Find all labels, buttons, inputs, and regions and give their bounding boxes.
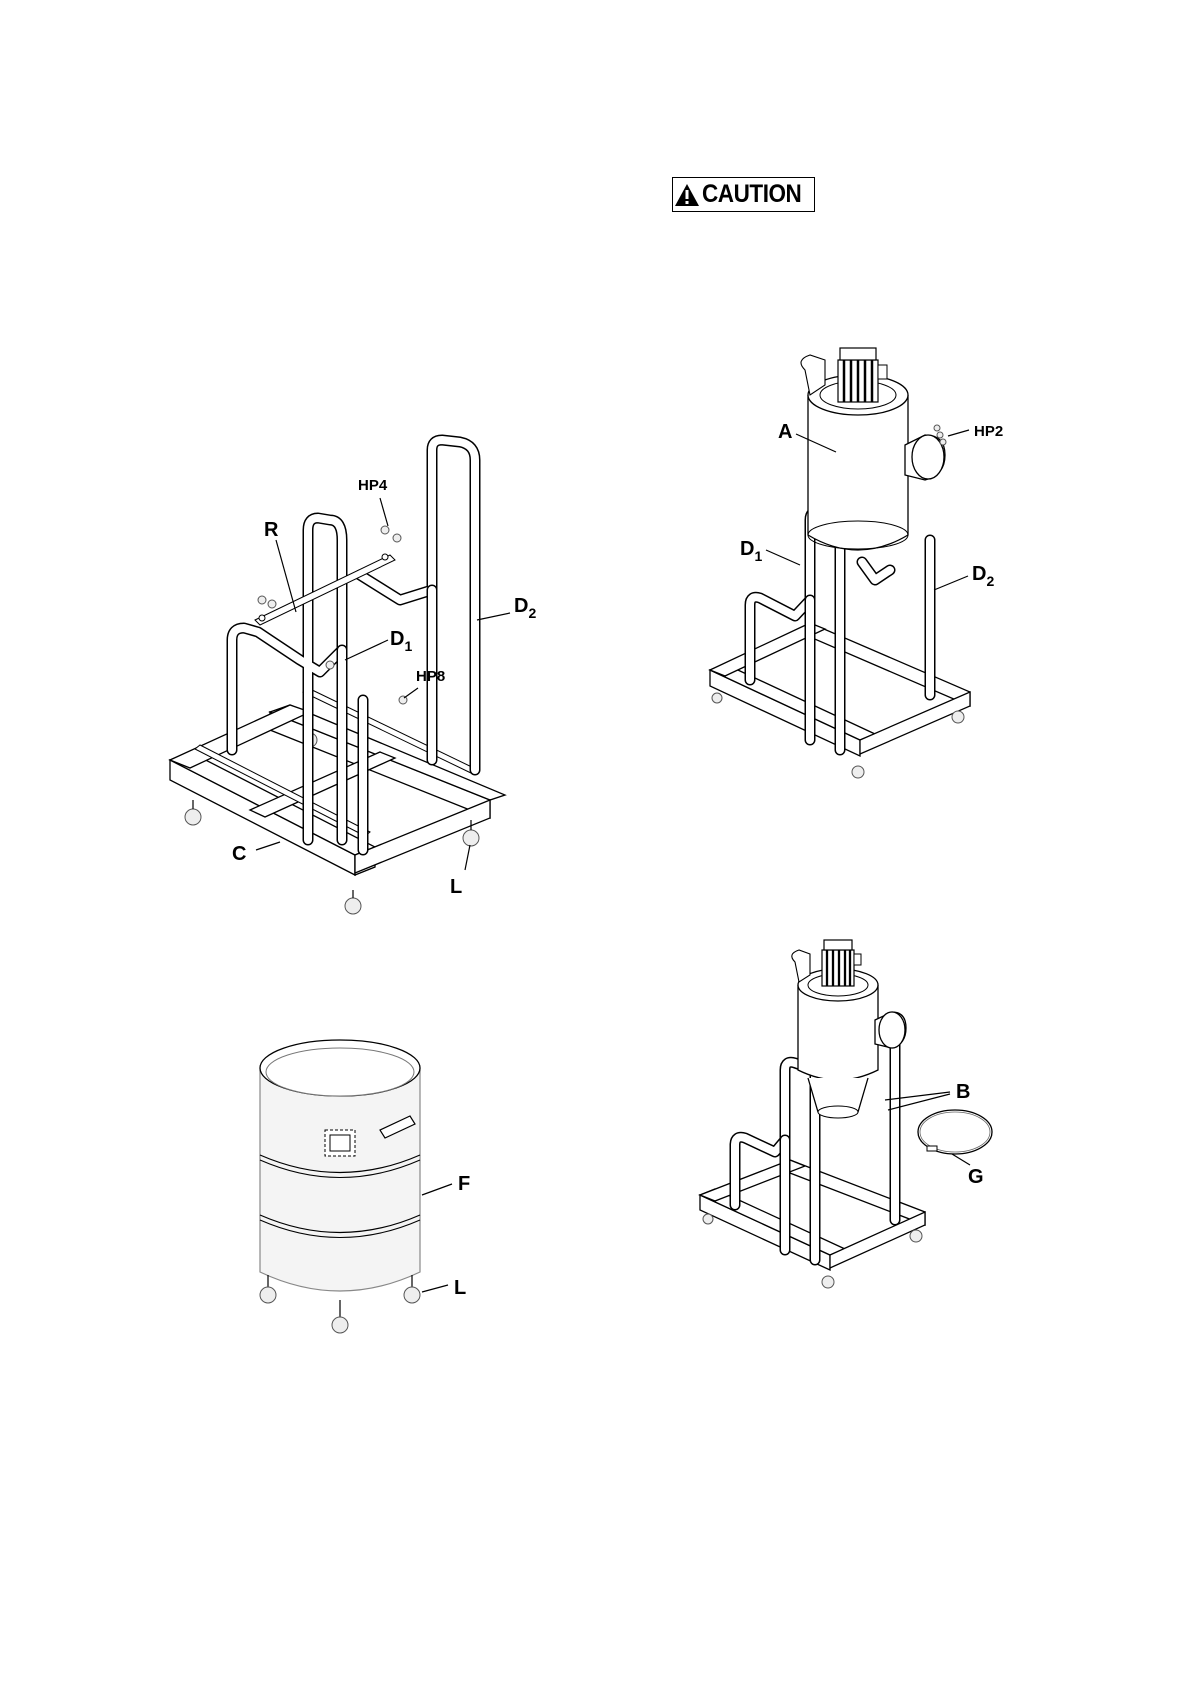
label-c: C bbox=[232, 843, 246, 865]
label-d1-2: D1 bbox=[740, 538, 762, 564]
cone-clamp-figure: B G bbox=[680, 920, 1020, 1300]
label-f: F bbox=[458, 1173, 470, 1195]
stand-assembly-figure: R HP4 D1 D2 HP8 C L bbox=[0, 0, 600, 950]
label-hp8: HP8 bbox=[416, 668, 445, 685]
label-r: R bbox=[264, 519, 279, 541]
caution-label: CAUTION bbox=[702, 180, 801, 209]
label-a: A bbox=[778, 421, 792, 443]
collector-mounted-figure: A HP2 D1 D2 bbox=[600, 340, 1040, 800]
label-d2-2: D2 bbox=[972, 563, 994, 589]
label-g: G bbox=[968, 1166, 984, 1188]
label-l-drum: L bbox=[454, 1277, 466, 1299]
caution-notice: CAUTION bbox=[672, 177, 815, 212]
drum-figure: F L bbox=[230, 1020, 530, 1350]
label-d1: D1 bbox=[390, 628, 412, 654]
label-hp2: HP2 bbox=[974, 423, 1003, 440]
label-hp4: HP4 bbox=[358, 477, 388, 494]
label-b: B bbox=[956, 1081, 970, 1103]
drum bbox=[260, 1040, 420, 1291]
label-d2: D2 bbox=[514, 595, 536, 621]
clamp-g bbox=[918, 1110, 992, 1154]
warning-triangle-icon bbox=[674, 183, 700, 207]
label-l: L bbox=[450, 876, 462, 898]
